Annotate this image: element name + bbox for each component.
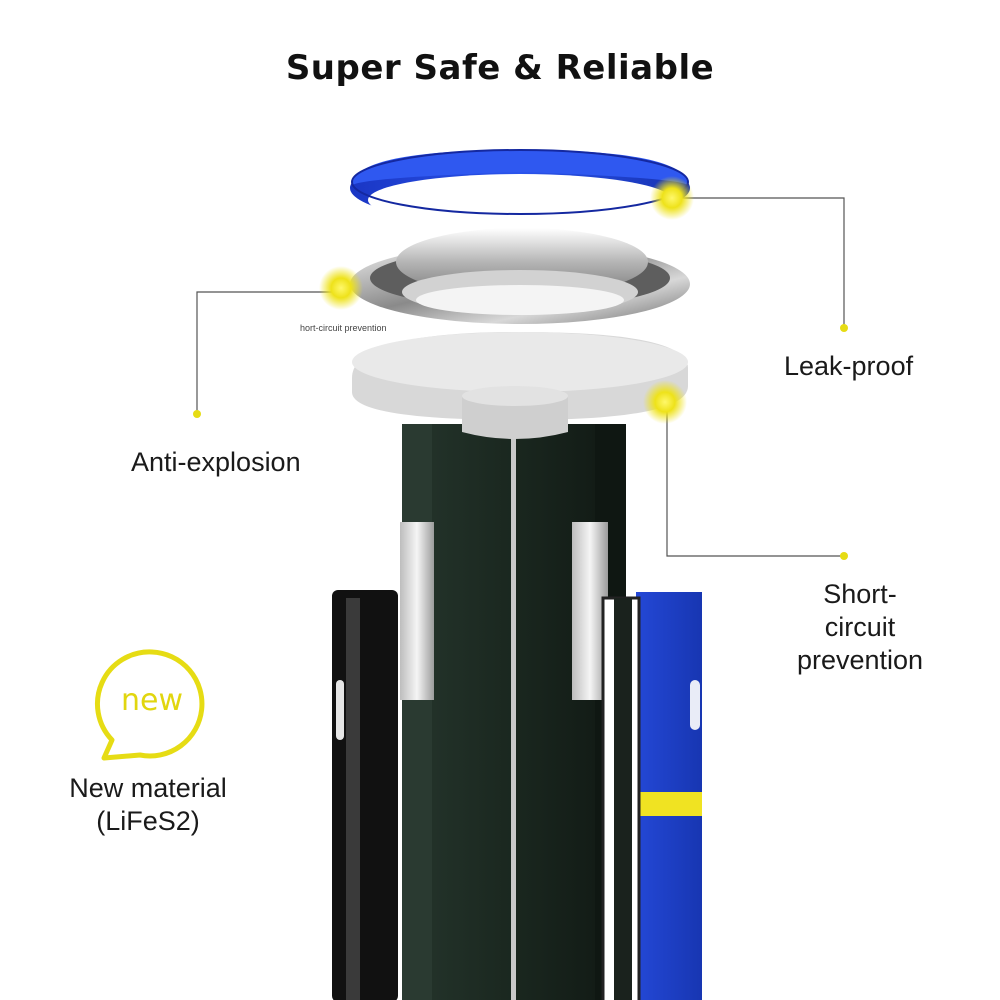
battery-cell-core [400,424,641,1000]
page-title: Super Safe & Reliable [285,48,715,88]
callout-lines [196,197,845,557]
highlight-glow-points [319,176,694,424]
label-short-circuit-line2: prevention [796,645,924,675]
label-new-material-line1: New material [69,773,227,803]
new-badge-text: new [120,683,183,718]
label-short-circuit: Short-circuit prevention [790,578,930,677]
new-badge-icon [94,649,205,761]
callout-dots [193,324,848,560]
tiny-caption: hort-circuit prevention [300,323,387,333]
metal-cap [350,228,690,324]
battery-outer-shell [332,590,702,1000]
label-leak-proof: Leak-proof [784,351,914,381]
insulating-gasket [352,332,688,439]
blue-seal-ring [350,149,690,226]
label-short-circuit-line1: Short-circuit [823,579,897,642]
label-anti-explosion: Anti-explosion [131,447,301,477]
label-new-material-line2: (LiFeS2) [96,806,200,836]
label-new-material: New material (LiFeS2) [58,772,238,838]
